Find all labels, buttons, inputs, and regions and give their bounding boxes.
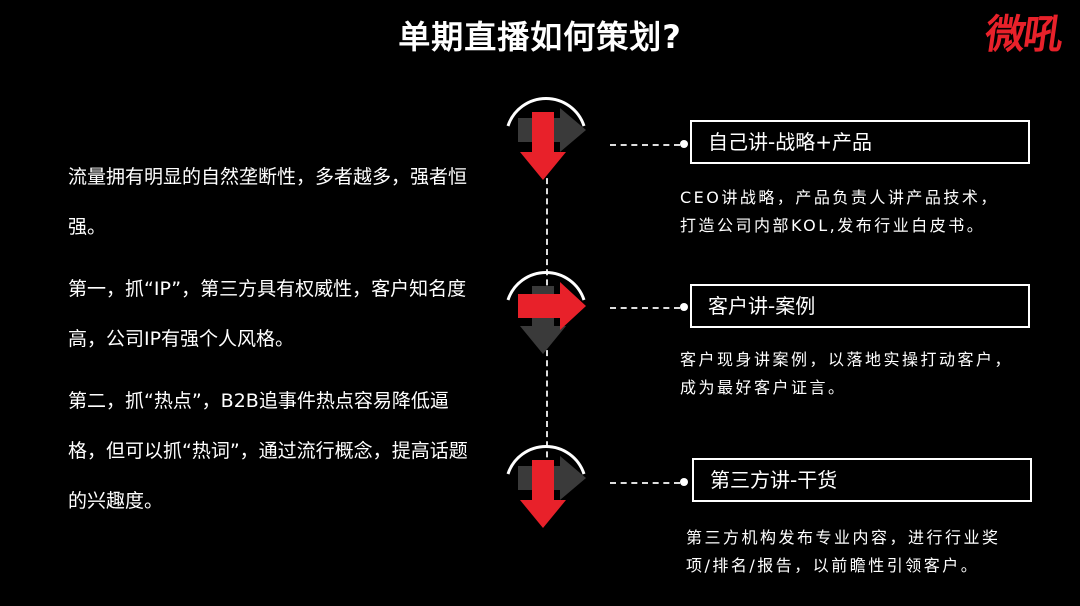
arrow-icon-case — [496, 260, 596, 360]
desc-line: 客户现身讲案例，以落地实操打动客户， — [680, 350, 1014, 369]
desc-line: CEO讲战略，产品负责人讲产品技术， — [680, 188, 999, 207]
item-case-label: 客户讲-案例 — [690, 284, 1030, 328]
paragraph-ip: 第一，抓“IP”，第三方具有权威性，客户知名度高，公司IP有强个人风格。 — [68, 278, 467, 350]
desc-line: 第三方机构发布专业内容，进行行业奖 — [686, 528, 1001, 547]
item-thirdparty-label: 第三方讲-干货 — [692, 458, 1032, 502]
item-strategy-label: 自己讲-战略+产品 — [690, 120, 1030, 164]
page-title: 单期直播如何策划? — [398, 18, 682, 56]
paragraph-monopoly: 流量拥有明显的自然垄断性，多者越多，强者恒强。 — [68, 166, 468, 238]
dashed-link-2 — [610, 307, 680, 309]
left-text-block: 流量拥有明显的自然垄断性，多者越多，强者恒强。 第一，抓“IP”，第三方具有权威… — [68, 152, 468, 538]
item-thirdparty-desc: 第三方机构发布专业内容，进行行业奖 项/排名/报告，以前瞻性引领客户。 — [686, 524, 1001, 580]
dashed-link-3 — [610, 482, 680, 484]
connector-dot-2 — [680, 303, 688, 311]
desc-line: 打造公司内部KOL,发布行业白皮书。 — [680, 216, 986, 235]
arrow-icon-strategy — [496, 86, 596, 186]
desc-line: 项/排名/报告，以前瞻性引领客户。 — [686, 556, 980, 575]
dashed-link-1 — [610, 144, 680, 146]
item-case-desc: 客户现身讲案例，以落地实操打动客户， 成为最好客户证言。 — [680, 346, 1013, 402]
connector-dot-3 — [680, 478, 688, 486]
brand-logo: 微吼 — [982, 12, 1065, 58]
item-strategy-desc: CEO讲战略，产品负责人讲产品技术， 打造公司内部KOL,发布行业白皮书。 — [680, 184, 999, 240]
paragraph-hotspot: 第二，抓“热点”，B2B追事件热点容易降低逼格，但可以抓“热词”，通过流行概念，… — [68, 390, 468, 512]
arrow-icon-thirdparty — [496, 434, 596, 534]
connector-dot-1 — [680, 140, 688, 148]
desc-line: 成为最好客户证言。 — [680, 378, 847, 397]
